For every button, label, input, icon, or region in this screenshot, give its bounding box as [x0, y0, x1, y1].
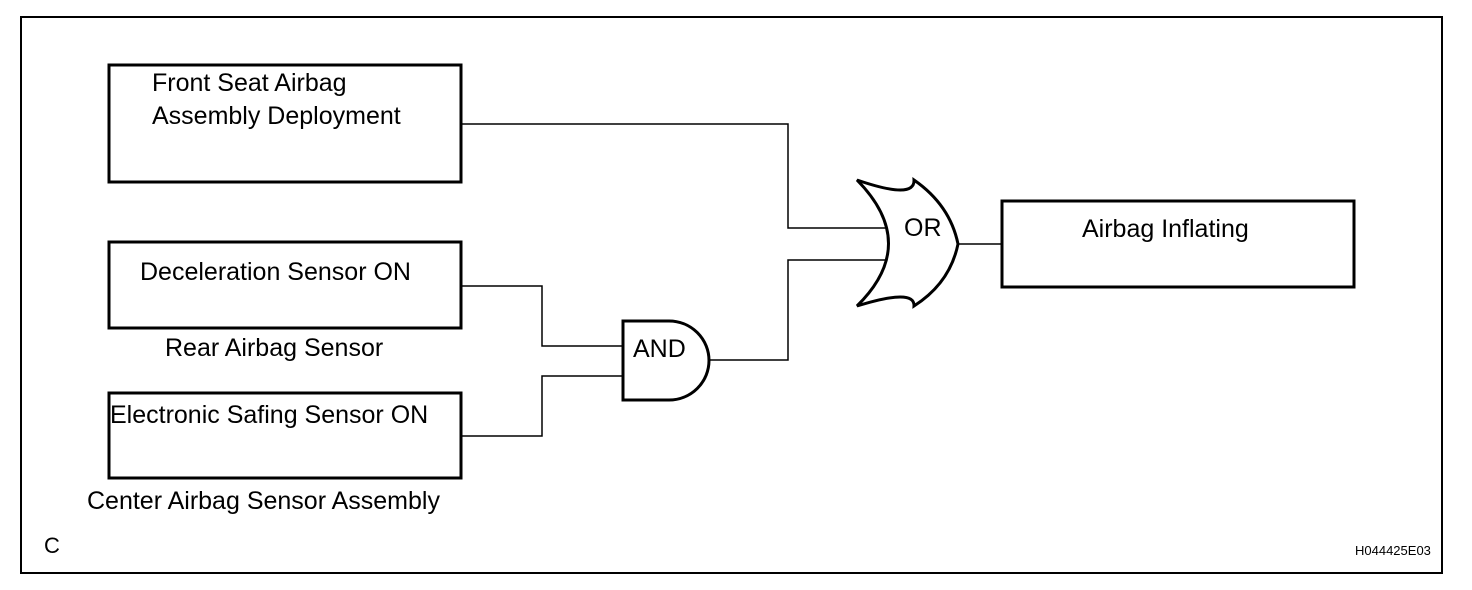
front-seat-airbag-label-line2: Assembly Deployment	[152, 102, 401, 130]
center-airbag-sensor-caption: Center Airbag Sensor Assembly	[87, 487, 440, 515]
wire-deceleration-to-and	[461, 285, 624, 347]
airbag-inflating-label: Airbag Inflating	[1082, 215, 1249, 243]
figure-code: H044425E03	[1355, 543, 1431, 558]
diagram-frame	[20, 16, 1443, 574]
front-seat-airbag-label-line1: Front Seat Airbag	[152, 69, 347, 97]
wire-front-seat-to-or	[461, 123, 892, 229]
deceleration-sensor-box	[107, 240, 463, 330]
or-gate	[855, 177, 960, 309]
and-gate-label: AND	[633, 335, 686, 363]
wire-and-to-or	[709, 259, 892, 361]
electronic-safing-sensor-label: Electronic Safing Sensor ON	[110, 401, 429, 429]
and-gate	[621, 319, 711, 402]
wire-safing-to-and	[461, 375, 624, 437]
or-gate-label: OR	[904, 214, 942, 242]
rear-airbag-sensor-caption: Rear Airbag Sensor	[165, 334, 384, 362]
corner-label: C	[44, 533, 60, 558]
deceleration-sensor-label: Deceleration Sensor ON	[140, 258, 411, 286]
